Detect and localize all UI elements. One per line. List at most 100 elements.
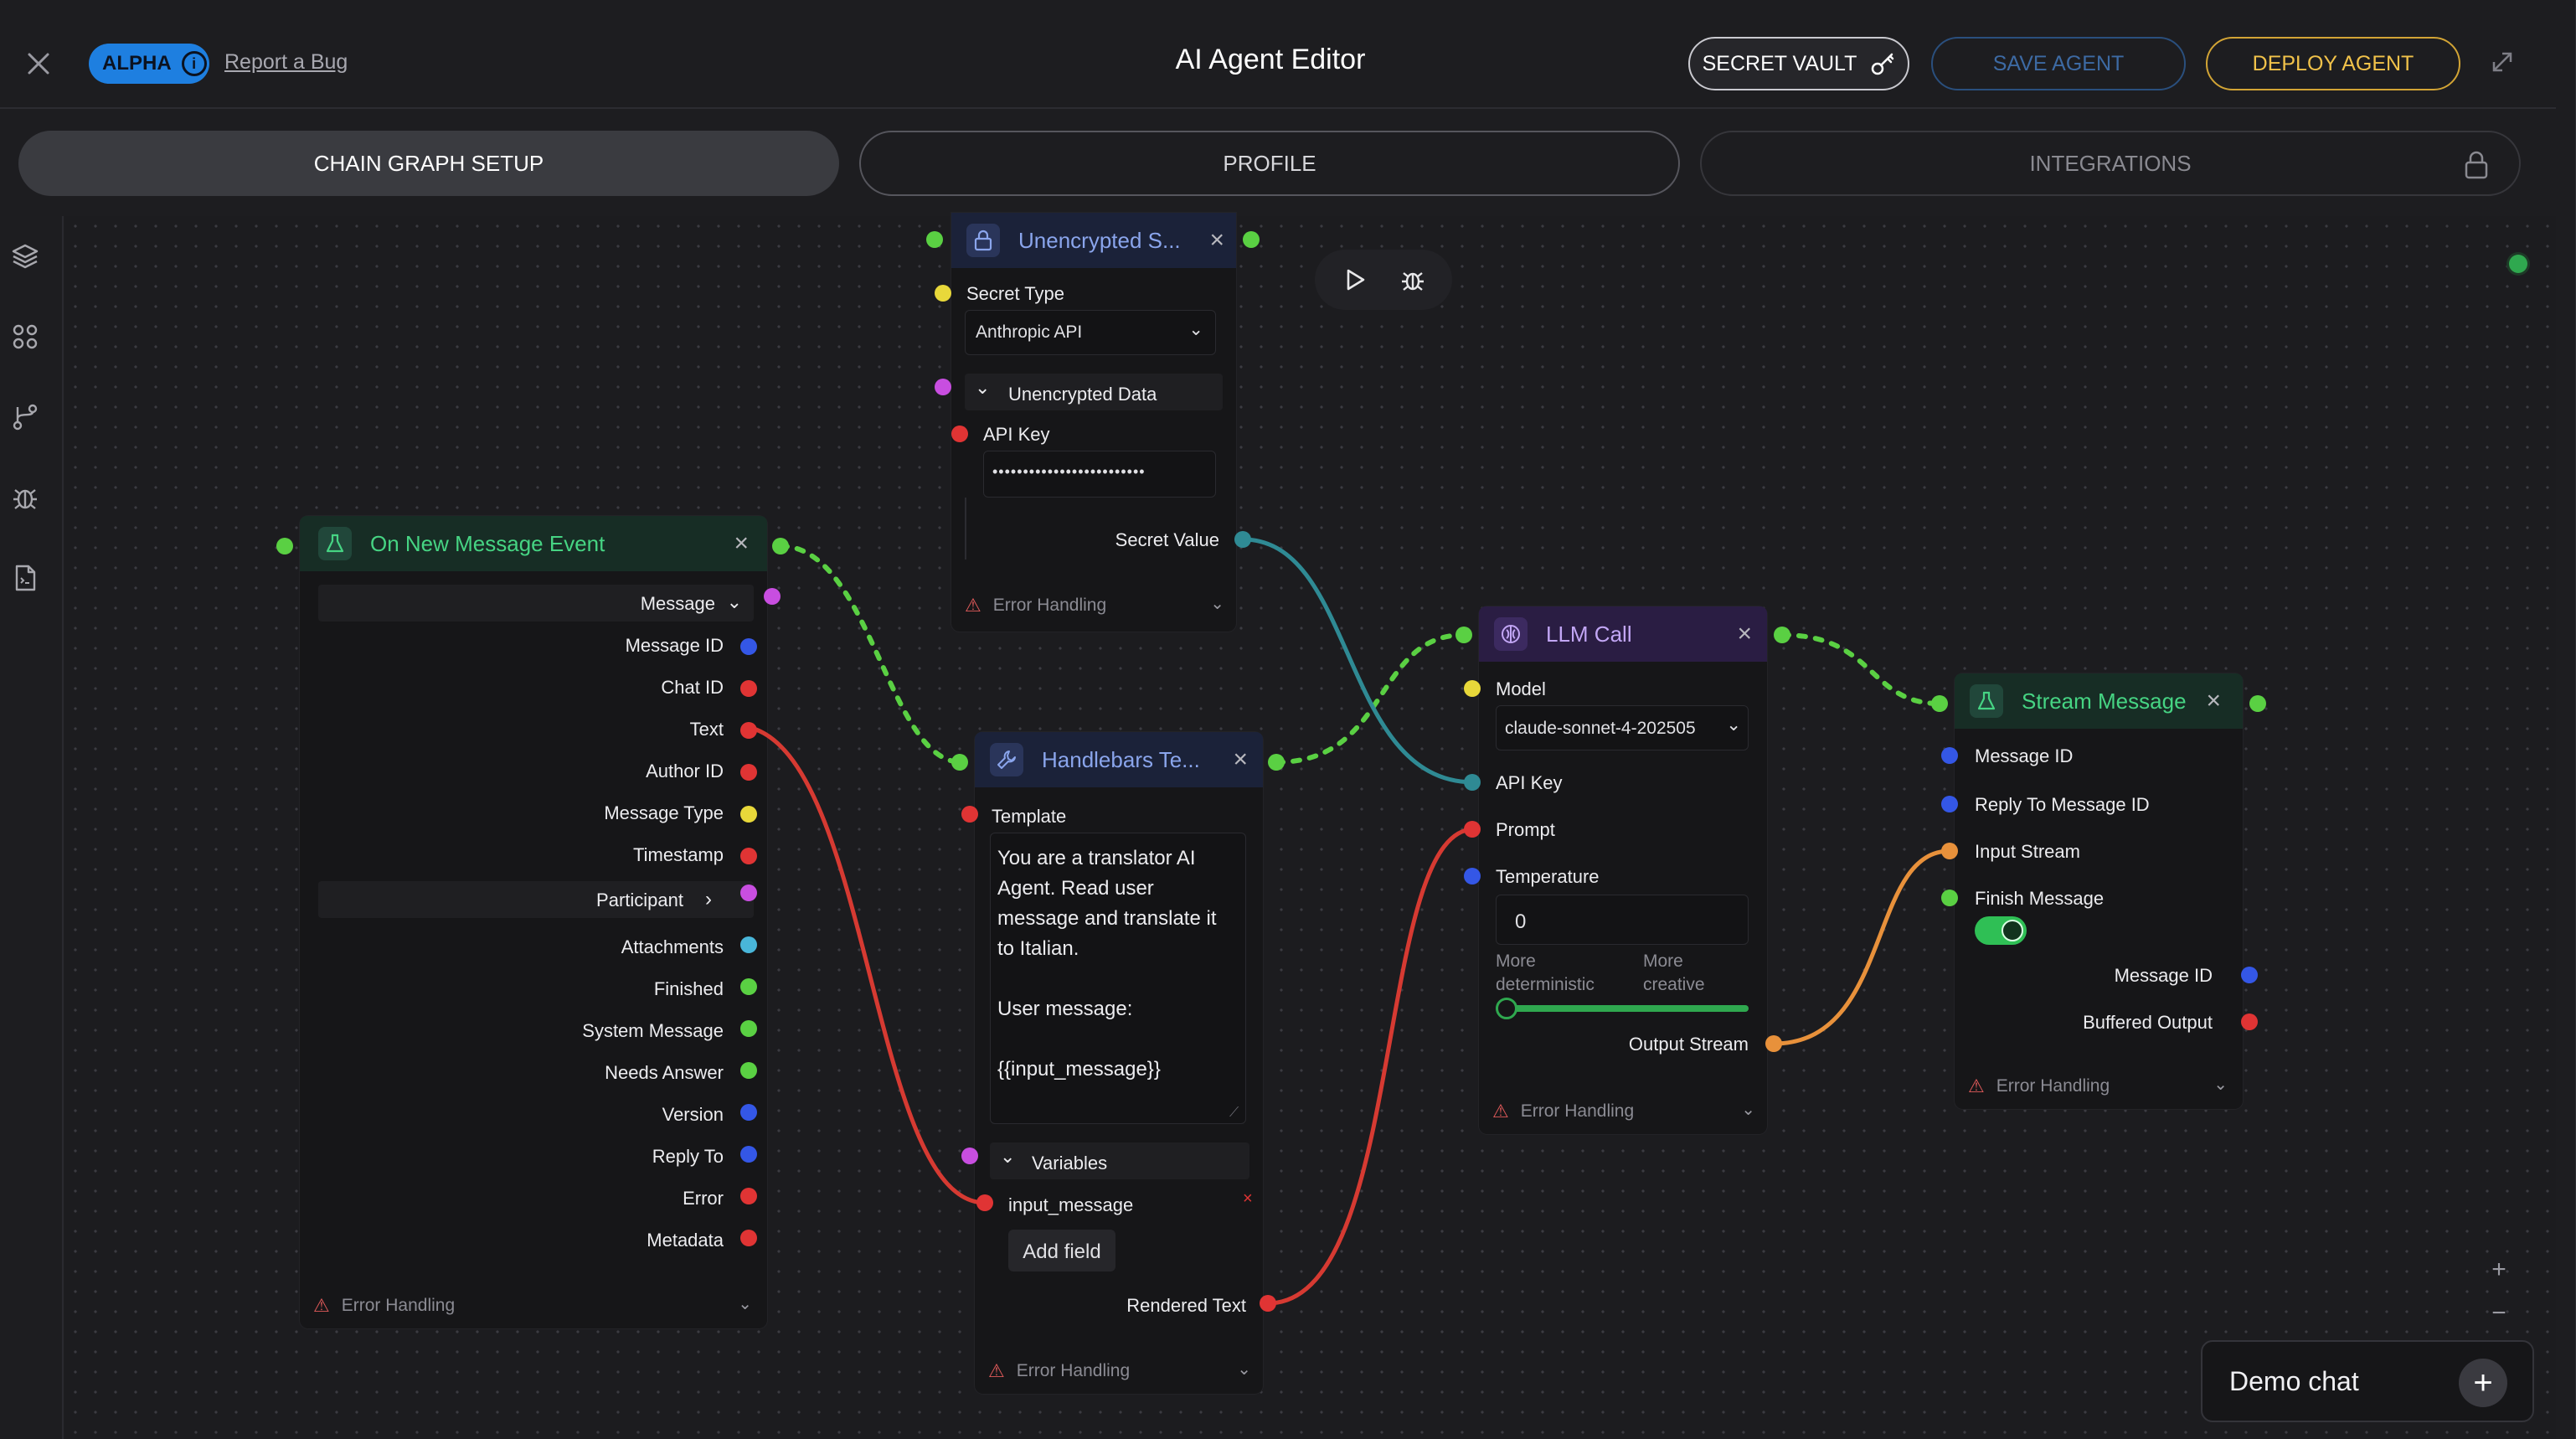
port-secret-value[interactable] — [1234, 531, 1251, 548]
debug-icon[interactable] — [1398, 265, 1428, 295]
report-bug-link[interactable]: Report a Bug — [224, 50, 348, 74]
port-flow-in[interactable] — [1455, 627, 1472, 643]
error-handling-row[interactable]: ⚠ Error Handling — [1492, 1101, 1634, 1122]
close-icon[interactable]: × — [1233, 745, 1248, 773]
nodes-icon[interactable] — [10, 322, 40, 352]
node-header[interactable]: Unencrypted S... × — [951, 213, 1236, 268]
port-flow-in[interactable] — [926, 231, 943, 248]
port-participant[interactable] — [740, 885, 757, 901]
port-text[interactable] — [740, 722, 757, 739]
port-model[interactable] — [1464, 680, 1481, 697]
port-api-key[interactable] — [1464, 774, 1481, 791]
secret-vault-button[interactable]: SECRET VAULT — [1688, 37, 1909, 90]
remove-variable-icon[interactable]: × — [1243, 1189, 1253, 1208]
chevron-right-icon[interactable]: › — [705, 888, 712, 910]
port-flow-out[interactable] — [1774, 627, 1790, 643]
chevron-down-icon[interactable]: ⌄ — [975, 377, 991, 398]
tab-chain-graph-setup[interactable]: CHAIN GRAPH SETUP — [18, 131, 839, 196]
port-flow-in[interactable] — [951, 754, 968, 771]
bug-icon[interactable] — [10, 482, 40, 513]
port-author-id[interactable] — [740, 764, 757, 781]
error-handling-row[interactable]: ⚠ Error Handling — [313, 1295, 455, 1317]
node-header[interactable]: LLM Call × — [1479, 606, 1767, 662]
port-flow-out[interactable] — [2249, 695, 2266, 712]
port-input-stream[interactable] — [1941, 843, 1958, 859]
port-error[interactable] — [740, 1188, 757, 1204]
document-icon[interactable] — [10, 563, 40, 593]
port-flow-in[interactable] — [1931, 695, 1948, 712]
port-output-stream[interactable] — [1765, 1035, 1782, 1052]
expand-icon[interactable] — [2487, 47, 2521, 80]
port-flow-out[interactable] — [1243, 231, 1260, 248]
unencrypted-secret-node[interactable]: Unencrypted S... × Secret Type Anthropic… — [951, 213, 1236, 632]
save-agent-button[interactable]: SAVE AGENT — [1931, 37, 2186, 90]
port-timestamp[interactable] — [740, 848, 757, 864]
port-message-id[interactable] — [1941, 747, 1958, 764]
close-icon[interactable]: × — [2206, 687, 2221, 714]
branch-icon[interactable] — [10, 402, 40, 432]
port-reply-to[interactable] — [1941, 796, 1958, 812]
port-message-id-out[interactable] — [2241, 967, 2258, 983]
plus-icon[interactable]: + — [2459, 1359, 2507, 1407]
temperature-input[interactable]: 0 — [1496, 895, 1749, 945]
add-field-button[interactable]: Add field — [1008, 1230, 1115, 1271]
alpha-badge[interactable]: ALPHA i — [89, 44, 209, 84]
port-template[interactable] — [961, 806, 978, 823]
port-temperature[interactable] — [1464, 868, 1481, 885]
chevron-down-icon[interactable]: ⌄ — [1000, 1146, 1016, 1167]
zoom-in-icon[interactable]: + — [2491, 1256, 2506, 1283]
close-icon[interactable]: × — [734, 529, 749, 557]
participant-section[interactable] — [318, 881, 754, 918]
variables-section[interactable] — [990, 1142, 1249, 1179]
port-finish-message[interactable] — [1941, 890, 1958, 906]
chevron-down-icon[interactable]: ⌄ — [738, 1295, 752, 1313]
port-reply-to[interactable] — [740, 1146, 757, 1163]
secret-type-select[interactable]: Anthropic API ⌄ — [965, 310, 1216, 355]
port-variables[interactable] — [961, 1148, 978, 1164]
handlebars-template-node[interactable]: Handlebars Te... × Template You are a tr… — [975, 732, 1263, 1394]
on-new-message-event-node[interactable]: On New Message Event × Message ⌄ Message… — [300, 516, 767, 1328]
template-textarea[interactable]: You are a translator AI Agent. Read user… — [990, 833, 1246, 1124]
error-handling-row[interactable]: ⚠ Error Handling — [965, 595, 1106, 616]
chevron-down-icon[interactable]: ⌄ — [1210, 595, 1224, 613]
finish-message-toggle[interactable] — [1975, 916, 2027, 945]
port-input-message[interactable] — [976, 1194, 993, 1211]
deploy-agent-button[interactable]: DEPLOY AGENT — [2206, 37, 2460, 90]
temperature-slider-thumb[interactable] — [1496, 998, 1517, 1019]
llm-call-node[interactable]: LLM Call × Model claude-sonnet-4-202505 … — [1479, 606, 1767, 1134]
port-needs-answer[interactable] — [740, 1062, 757, 1079]
model-select[interactable]: claude-sonnet-4-202505 ⌄ — [1496, 705, 1749, 750]
port-system-message[interactable] — [740, 1020, 757, 1037]
port-chat-id[interactable] — [740, 680, 757, 697]
close-icon[interactable] — [15, 42, 62, 85]
port-prompt[interactable] — [1464, 821, 1481, 838]
port-version[interactable] — [740, 1104, 757, 1121]
resize-handle-icon[interactable]: ⟋ — [1229, 1106, 1239, 1120]
node-header[interactable]: On New Message Event × — [300, 516, 767, 571]
error-handling-row[interactable]: ⚠ Error Handling — [988, 1360, 1130, 1382]
port-secret-type[interactable] — [935, 285, 951, 302]
stream-message-node[interactable]: Stream Message × Message ID Reply To Mes… — [1955, 673, 2243, 1109]
chevron-down-icon[interactable]: ⌄ — [2213, 1075, 2228, 1094]
port-api-key[interactable] — [951, 426, 968, 442]
port-flow-in[interactable] — [276, 538, 293, 554]
port-message-type[interactable] — [740, 806, 757, 823]
port-message-id[interactable] — [740, 638, 757, 655]
chevron-down-icon[interactable]: ⌄ — [1741, 1101, 1755, 1119]
play-icon[interactable] — [1340, 266, 1368, 294]
port-attachments[interactable] — [740, 936, 757, 953]
message-section[interactable] — [318, 585, 754, 622]
chevron-down-icon[interactable]: ⌄ — [726, 591, 742, 612]
close-icon[interactable]: × — [1209, 226, 1224, 254]
port-message[interactable] — [764, 588, 781, 605]
port-finished[interactable] — [740, 978, 757, 995]
port-buffered-output[interactable] — [2241, 1013, 2258, 1030]
zoom-out-icon[interactable]: − — [2491, 1299, 2506, 1327]
close-icon[interactable]: × — [1737, 620, 1752, 647]
node-header[interactable]: Stream Message × — [1955, 673, 2243, 729]
port-flow-out[interactable] — [772, 538, 789, 554]
api-key-input[interactable]: ••••••••••••••••••••••••• — [983, 451, 1216, 498]
port-unencrypted-data[interactable] — [935, 379, 951, 395]
error-handling-row[interactable]: ⚠ Error Handling — [1968, 1075, 2110, 1097]
port-rendered-text[interactable] — [1260, 1295, 1276, 1312]
